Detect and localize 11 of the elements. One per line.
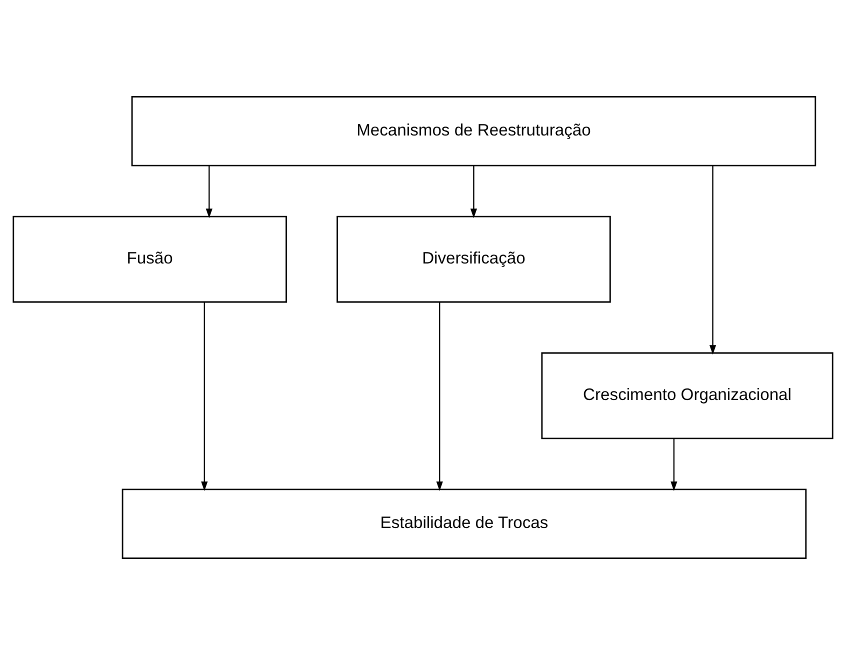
arrow [670,438,678,491]
arrow [436,302,443,491]
node-box: Estabilidade de Trocas [122,488,807,558]
node-box: Diversificação [336,215,611,302]
node-box: Mecanismos de Reestruturação [131,96,816,166]
arrow [470,165,478,218]
arrow [201,302,208,491]
arrow [709,165,716,354]
node-box: Fusão [12,215,287,302]
node-box: Crescimento Organizacional [541,352,834,439]
arrow [206,165,212,218]
